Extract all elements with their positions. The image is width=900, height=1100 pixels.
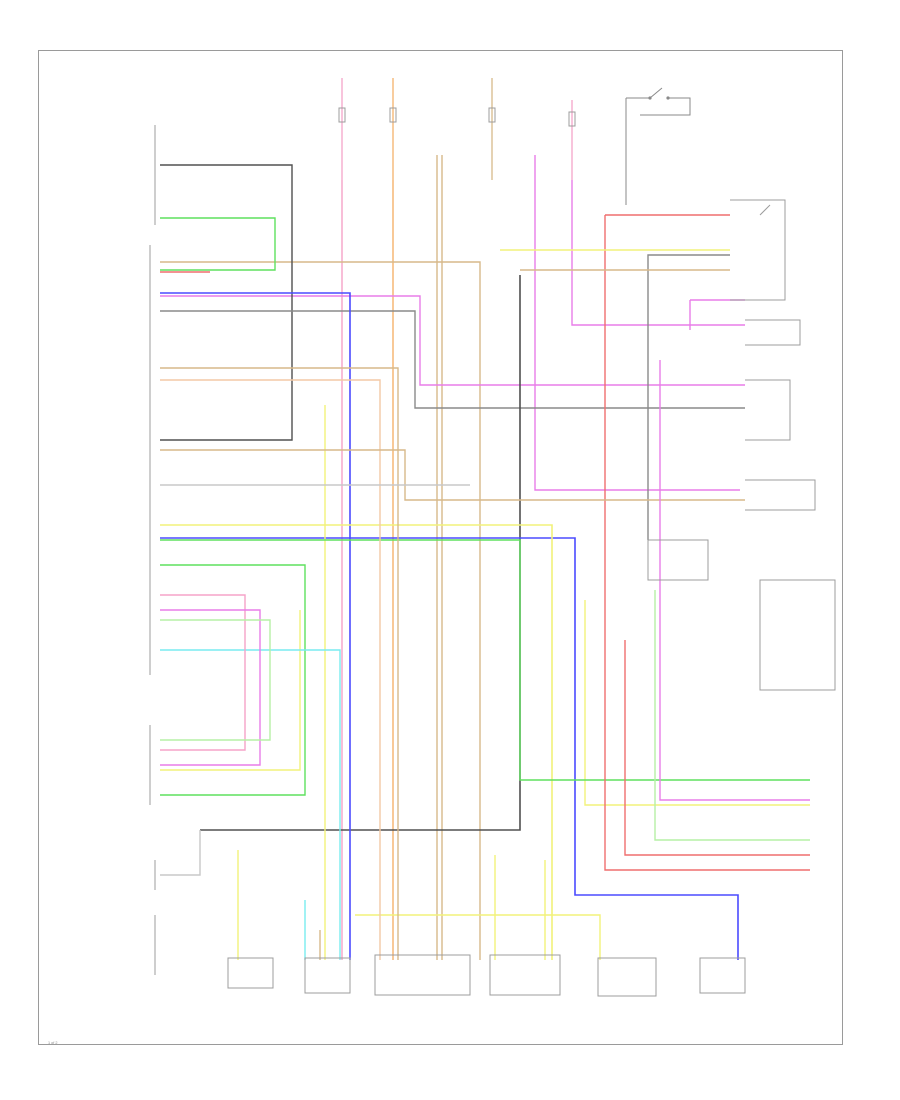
right-components xyxy=(647,199,836,691)
top-power-feeds xyxy=(338,78,691,205)
wire-harness xyxy=(160,155,810,960)
diagram-footer-code: 1 of 2 xyxy=(48,1041,58,1045)
bottom-components xyxy=(227,954,746,997)
left-module-connectors xyxy=(149,125,156,975)
diagram-frame xyxy=(38,50,843,1045)
